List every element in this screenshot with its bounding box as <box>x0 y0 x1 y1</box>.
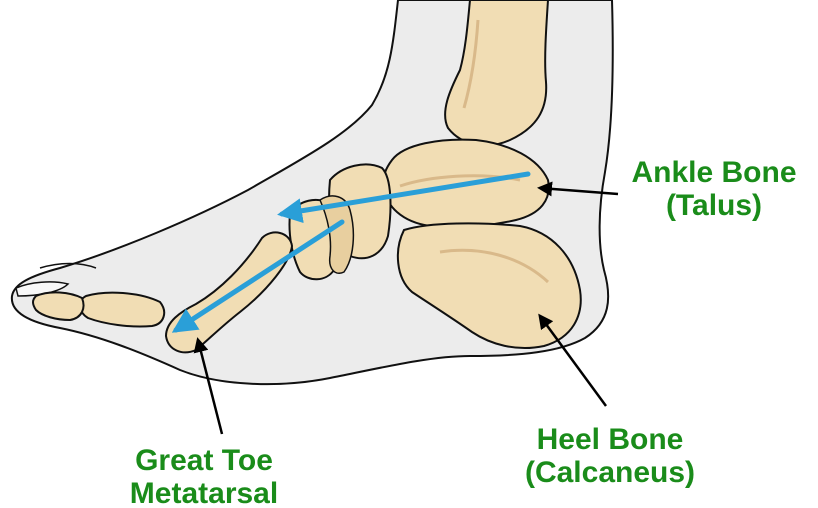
great-toe-label-line2: Metatarsal <box>106 477 302 508</box>
ankle-bone-label: Ankle Bone (Talus) <box>614 156 814 222</box>
great-toe-metatarsal-label: Great Toe Metatarsal <box>106 444 302 508</box>
ankle-bone-label-line1: Ankle Bone <box>614 156 814 189</box>
heel-bone-label-line1: Heel Bone <box>500 423 720 456</box>
great-toe-label-line1: Great Toe <box>106 444 302 477</box>
heel-bone-label-line2: (Calcaneus) <box>500 456 720 489</box>
heel-bone-label: Heel Bone (Calcaneus) <box>500 423 720 489</box>
ankle-bone-label-line2: (Talus) <box>614 189 814 222</box>
